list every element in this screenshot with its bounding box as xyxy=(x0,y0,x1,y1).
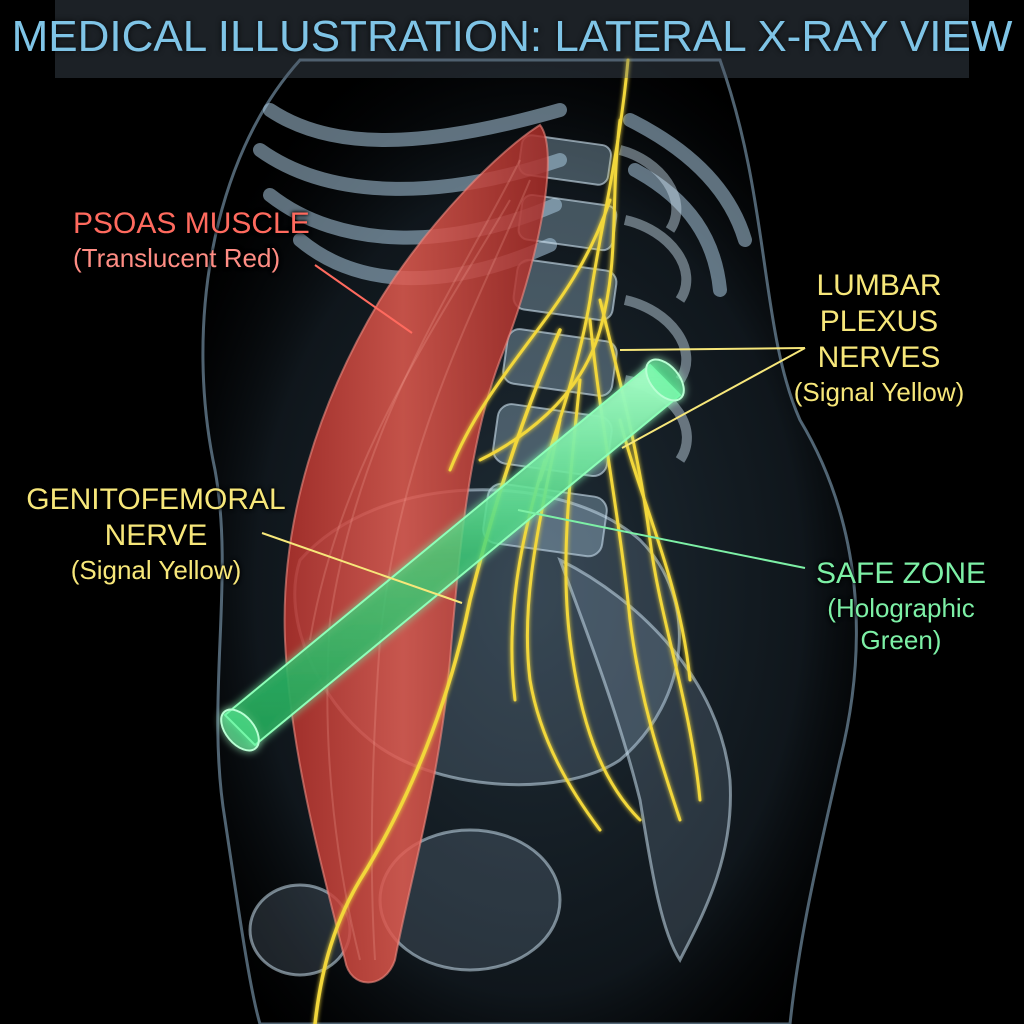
safe-zone-leader xyxy=(517,509,806,569)
psoas-leader xyxy=(314,264,413,334)
lumbar-label-line2: PLEXUS xyxy=(819,305,939,338)
lumbar-label-line1: LUMBAR xyxy=(816,269,942,302)
leader-lines xyxy=(261,264,806,604)
genitofemoral-label-note: (Signal Yellow) xyxy=(70,555,242,585)
genitofemoral-label: GENITOFEMORAL NERVE (Signal Yellow) xyxy=(26,482,286,586)
genitofemoral-leader xyxy=(261,532,463,604)
safe-zone-label: SAFE ZONE (Holographic Green) xyxy=(806,556,996,656)
lumbar-leader-upper xyxy=(619,347,806,351)
title-bar xyxy=(55,0,969,78)
psoas-label-name: PSOAS MUSCLE xyxy=(73,207,310,240)
lumbar-label-line3: NERVES xyxy=(817,341,941,374)
genitofemoral-nerve xyxy=(313,328,562,1024)
lumbar-label-note: (Signal Yellow) xyxy=(793,377,965,407)
genitofemoral-label-line1: GENITOFEMORAL xyxy=(26,483,286,516)
genitofemoral-label-line2: NERVE xyxy=(104,519,208,552)
safe-zone-label-note1: (Holographic xyxy=(827,593,975,623)
lumbar-leader-lower xyxy=(621,347,806,449)
safe-zone-label-note2: Green) xyxy=(860,625,942,655)
safe-zone-tube xyxy=(220,358,685,752)
safe-zone-label-name: SAFE ZONE xyxy=(815,557,987,590)
lumbar-label: LUMBAR PLEXUS NERVES (Signal Yellow) xyxy=(784,268,974,408)
psoas-label: PSOAS MUSCLE (Translucent Red) xyxy=(73,206,310,274)
psoas-label-note: (Translucent Red) xyxy=(73,243,281,273)
page-title: MEDICAL ILLUSTRATION: LATERAL X-RAY VIEW xyxy=(11,12,1013,61)
